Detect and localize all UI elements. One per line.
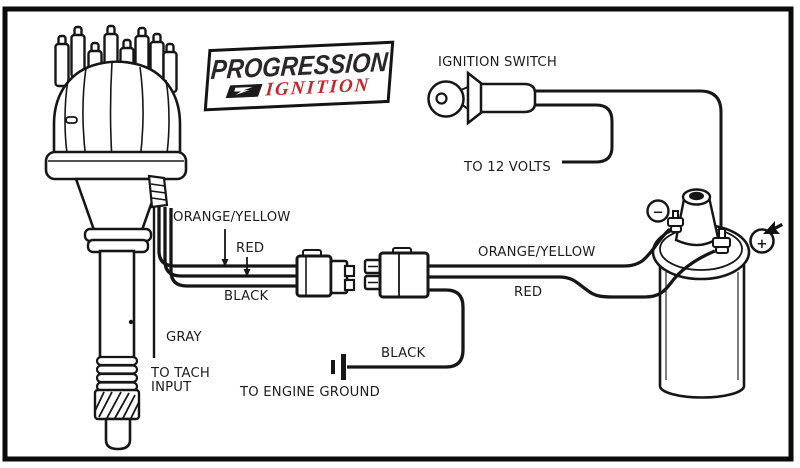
- red-wire-right: [428, 249, 716, 299]
- red-label-left: RED: [236, 241, 264, 256]
- black-label-left: BLACK: [224, 289, 268, 304]
- twelve-volt-wire: [535, 103, 614, 164]
- diagram-border: [2, 6, 794, 462]
- label-leaders: [221, 229, 251, 277]
- red-leader-arrow: [243, 269, 251, 277]
- female-connector: [363, 247, 430, 299]
- red-label-right: RED: [514, 285, 542, 300]
- to-12-volts-label: TO 12 VOLTS: [463, 160, 551, 175]
- coil-negative-terminal: [667, 210, 684, 233]
- coil-body: [658, 260, 746, 399]
- negative-symbol: −: [652, 206, 663, 221]
- orange-yellow-label-right: ORANGE/YELLOW: [478, 245, 596, 260]
- key-hole: [435, 92, 448, 105]
- engine-ground-label: TO ENGINE GROUND: [239, 385, 380, 400]
- progression-ignition-logo: PROGRESSION IGNITION: [203, 40, 395, 112]
- lightning-bolt-icon: [225, 83, 263, 99]
- gear-hatching: [94, 391, 140, 419]
- distributor-shaft: [98, 249, 136, 361]
- male-connector: [295, 249, 356, 298]
- engine-ground-icon: [331, 354, 346, 380]
- tach-label-line2: INPUT: [151, 380, 192, 395]
- black-label-right: BLACK: [381, 346, 425, 361]
- distributor-shaft-tip: [104, 417, 132, 451]
- mouse-cursor-icon: [763, 221, 783, 234]
- shaft-pin-dot: [128, 319, 134, 325]
- red-wire-left: [163, 207, 299, 278]
- tach-label-line1: TO TACH: [150, 366, 210, 381]
- positive-badge: +: [749, 228, 775, 254]
- coil-tower-socket: [689, 191, 704, 201]
- gray-label: GRAY: [166, 330, 202, 345]
- black-ground-wire: [347, 288, 465, 369]
- ignition-switch-label: IGNITION SWITCH: [438, 55, 557, 70]
- orange-yellow-leader-arrow: [221, 259, 229, 267]
- coil-positive-terminal: [712, 228, 731, 254]
- switch-to-coil-wire: [535, 89, 723, 237]
- distributor-cap-dome: [52, 60, 182, 166]
- logo-brand-text: PROGRESSION: [210, 46, 390, 85]
- distributor-harness-wires: [152, 206, 299, 358]
- boot-ribs: [150, 183, 167, 201]
- orange-yellow-label-left: ORANGE/YELLOW: [173, 210, 291, 225]
- switch-cylinder: [479, 82, 537, 114]
- negative-badge: −: [646, 199, 670, 223]
- distributor-cap-flange: [44, 150, 188, 181]
- ignition-switch-illustration: [427, 70, 537, 126]
- distributor-neck: [74, 177, 162, 232]
- black-wire-left: [169, 208, 299, 288]
- coil-harness-wires: [428, 89, 723, 299]
- orange-yellow-wire-left: [157, 206, 299, 268]
- distributor-illustration: [44, 24, 188, 451]
- distributor-shaft-ribs: [95, 355, 139, 392]
- distributor-cap-latch: [65, 116, 78, 124]
- positive-symbol: +: [756, 237, 767, 252]
- orange-yellow-wire-right: [428, 227, 672, 268]
